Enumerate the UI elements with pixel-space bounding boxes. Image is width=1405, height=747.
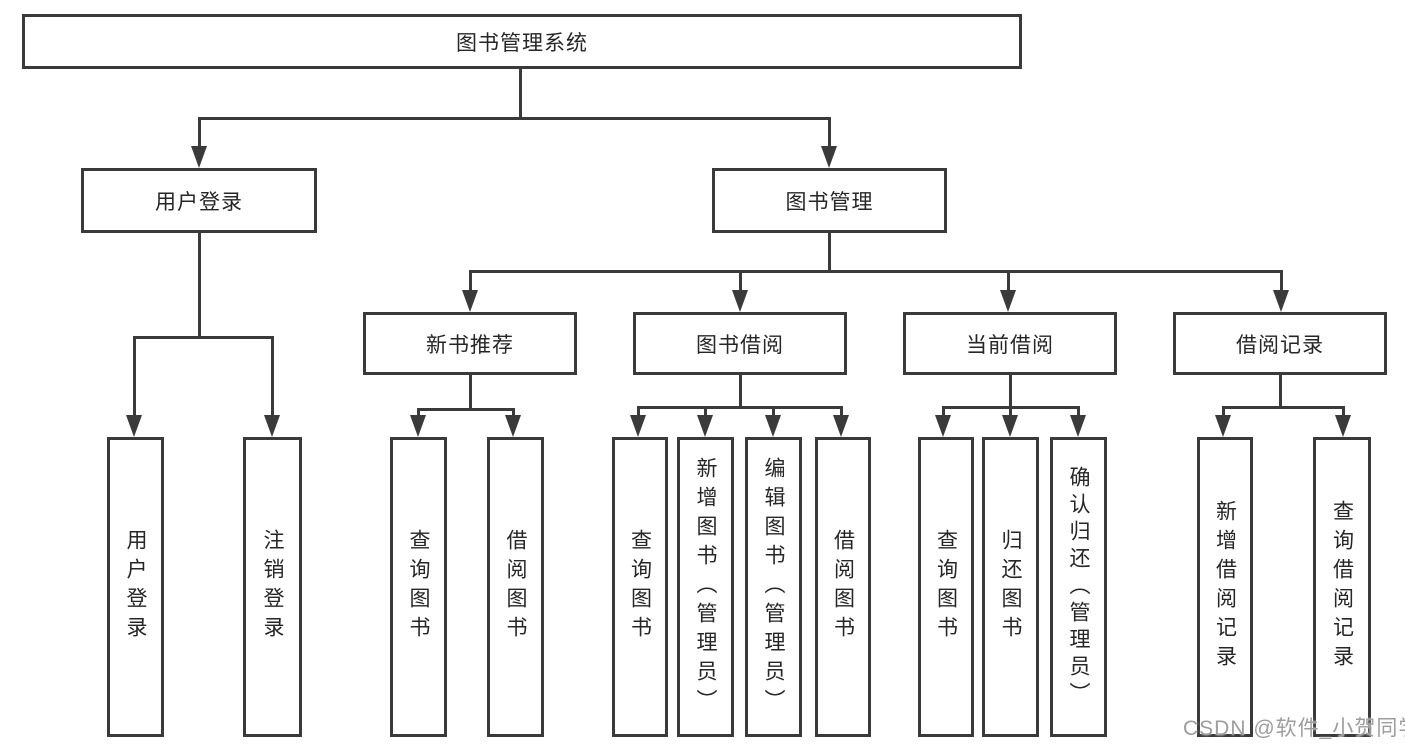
arrowhead-icon [462,290,478,312]
arrowhead-icon [765,415,781,437]
connector-level2-rail [198,117,831,120]
leaf-bb-borrow-books-label: 借阅图书 [831,529,855,645]
leaf-cb-confirm-return-admin: 确认归还（管理员） [1050,437,1107,737]
node-root-library-system: 图书管理系统 [22,14,1022,69]
arrow-to-cb-query [935,406,951,437]
connector-user-login-rail [133,336,273,339]
arrow-to-bb-query [630,406,646,437]
leaf-bb-borrow-books: 借阅图书 [815,437,871,737]
arrowhead-icon [1215,415,1231,437]
leaf-bb-edit-books-admin: 编辑图书（管理员） [745,437,802,737]
arrowhead-icon [505,415,521,437]
node-new-book-rec-label: 新书推荐 [426,333,514,357]
arrow-to-nb-query [410,408,426,437]
connector-borrow-records-rail [1222,406,1344,409]
leaf-user-login-label: 用户登录 [124,529,147,645]
connector-borrow-records-stem [1279,375,1282,406]
arrow-to-book-mgmt [821,117,837,168]
arrowhead-icon [935,415,951,437]
leaf-cb-query-books: 查询图书 [918,437,974,737]
arrowhead-icon [1070,415,1086,437]
connector-current-borrow-stem [1009,375,1012,406]
node-user-login: 用户登录 [81,168,317,233]
arrow-to-cb-confirm [1070,406,1086,437]
node-borrow-records: 借阅记录 [1173,312,1387,375]
arrowhead-icon [126,415,142,437]
leaf-bb-add-books-admin: 新增图书（管理员） [677,437,734,737]
node-book-mgmt: 图书管理 [712,168,947,233]
leaf-cb-return-books: 归还图书 [982,437,1039,737]
arrow-to-leaf-login [126,336,142,437]
arrowhead-icon [1002,415,1018,437]
leaf-bb-query-books-label: 查询图书 [628,529,652,645]
arrowhead-icon [191,146,207,168]
arrow-to-new-book-rec [462,270,478,312]
leaf-bb-edit-books-admin-label: 编辑图书（管理员） [762,456,785,718]
arrow-to-br-query [1335,406,1351,437]
arrowhead-icon [630,415,646,437]
node-new-book-rec: 新书推荐 [363,312,577,375]
arrow-to-user-login [191,117,207,168]
connector-level3-rail [469,270,1282,273]
node-borrow-records-label: 借阅记录 [1236,333,1324,357]
arrow-to-cb-return [1002,406,1018,437]
arrow-to-nb-borrow [505,408,521,437]
leaf-nb-query-books: 查询图书 [390,437,447,737]
connector-book-borrow-rail [637,406,842,409]
arrow-to-book-borrow [732,270,748,312]
arrow-to-br-add [1215,406,1231,437]
node-book-borrow-label: 图书借阅 [696,333,784,357]
node-user-login-label: 用户登录 [155,190,243,214]
leaf-br-query-record-label: 查询借阅记录 [1330,500,1354,674]
arrow-to-bb-add [697,406,713,437]
leaf-cb-confirm-return-admin-label: 确认归还（管理员） [1067,465,1090,709]
leaf-nb-borrow-books-label: 借阅图书 [504,529,527,645]
leaf-logout-label: 注销登录 [261,529,284,645]
arrowhead-icon [1273,290,1289,312]
leaf-br-add-record-label: 新增借阅记录 [1213,500,1237,674]
arrow-to-bb-edit [765,406,781,437]
leaf-user-login: 用户登录 [107,437,164,737]
arrowhead-icon [410,415,426,437]
arrow-to-bb-borrow [833,406,849,437]
arrow-to-current-borrow [1000,270,1016,312]
arrowhead-icon [732,290,748,312]
arrow-to-leaf-logout [264,336,280,437]
leaf-logout: 注销登录 [243,437,302,737]
leaf-br-query-record: 查询借阅记录 [1313,437,1371,737]
arrowhead-icon [1335,415,1351,437]
connector-new-book-rail [417,408,514,411]
arrow-to-borrow-records [1273,270,1289,312]
csdn-watermark: CSDN @软件_小贺同学 [1183,717,1405,740]
node-current-borrow-label: 当前借阅 [966,333,1054,357]
node-root-label: 图书管理系统 [456,31,588,55]
leaf-bb-query-books: 查询图书 [612,437,668,737]
connector-book-mgmt-stem [828,233,831,270]
node-book-borrow: 图书借阅 [633,312,847,375]
leaf-cb-return-books-label: 归还图书 [999,529,1022,645]
leaf-br-add-record: 新增借阅记录 [1197,437,1253,737]
connector-root-stem [519,69,522,117]
arrowhead-icon [1000,290,1016,312]
node-current-borrow: 当前借阅 [903,312,1117,375]
connector-new-book-stem [469,375,472,408]
arrowhead-icon [821,146,837,168]
connector-user-login-stem [198,233,201,336]
node-book-mgmt-label: 图书管理 [785,190,874,214]
leaf-cb-query-books-label: 查询图书 [934,529,958,645]
leaf-nb-borrow-books: 借阅图书 [487,437,544,737]
connector-book-borrow-stem [739,375,742,406]
arrowhead-icon [697,415,713,437]
arrowhead-icon [833,415,849,437]
arrowhead-icon [264,415,280,437]
leaf-nb-query-books-label: 查询图书 [407,529,430,645]
leaf-bb-add-books-admin-label: 新增图书（管理员） [694,456,717,718]
